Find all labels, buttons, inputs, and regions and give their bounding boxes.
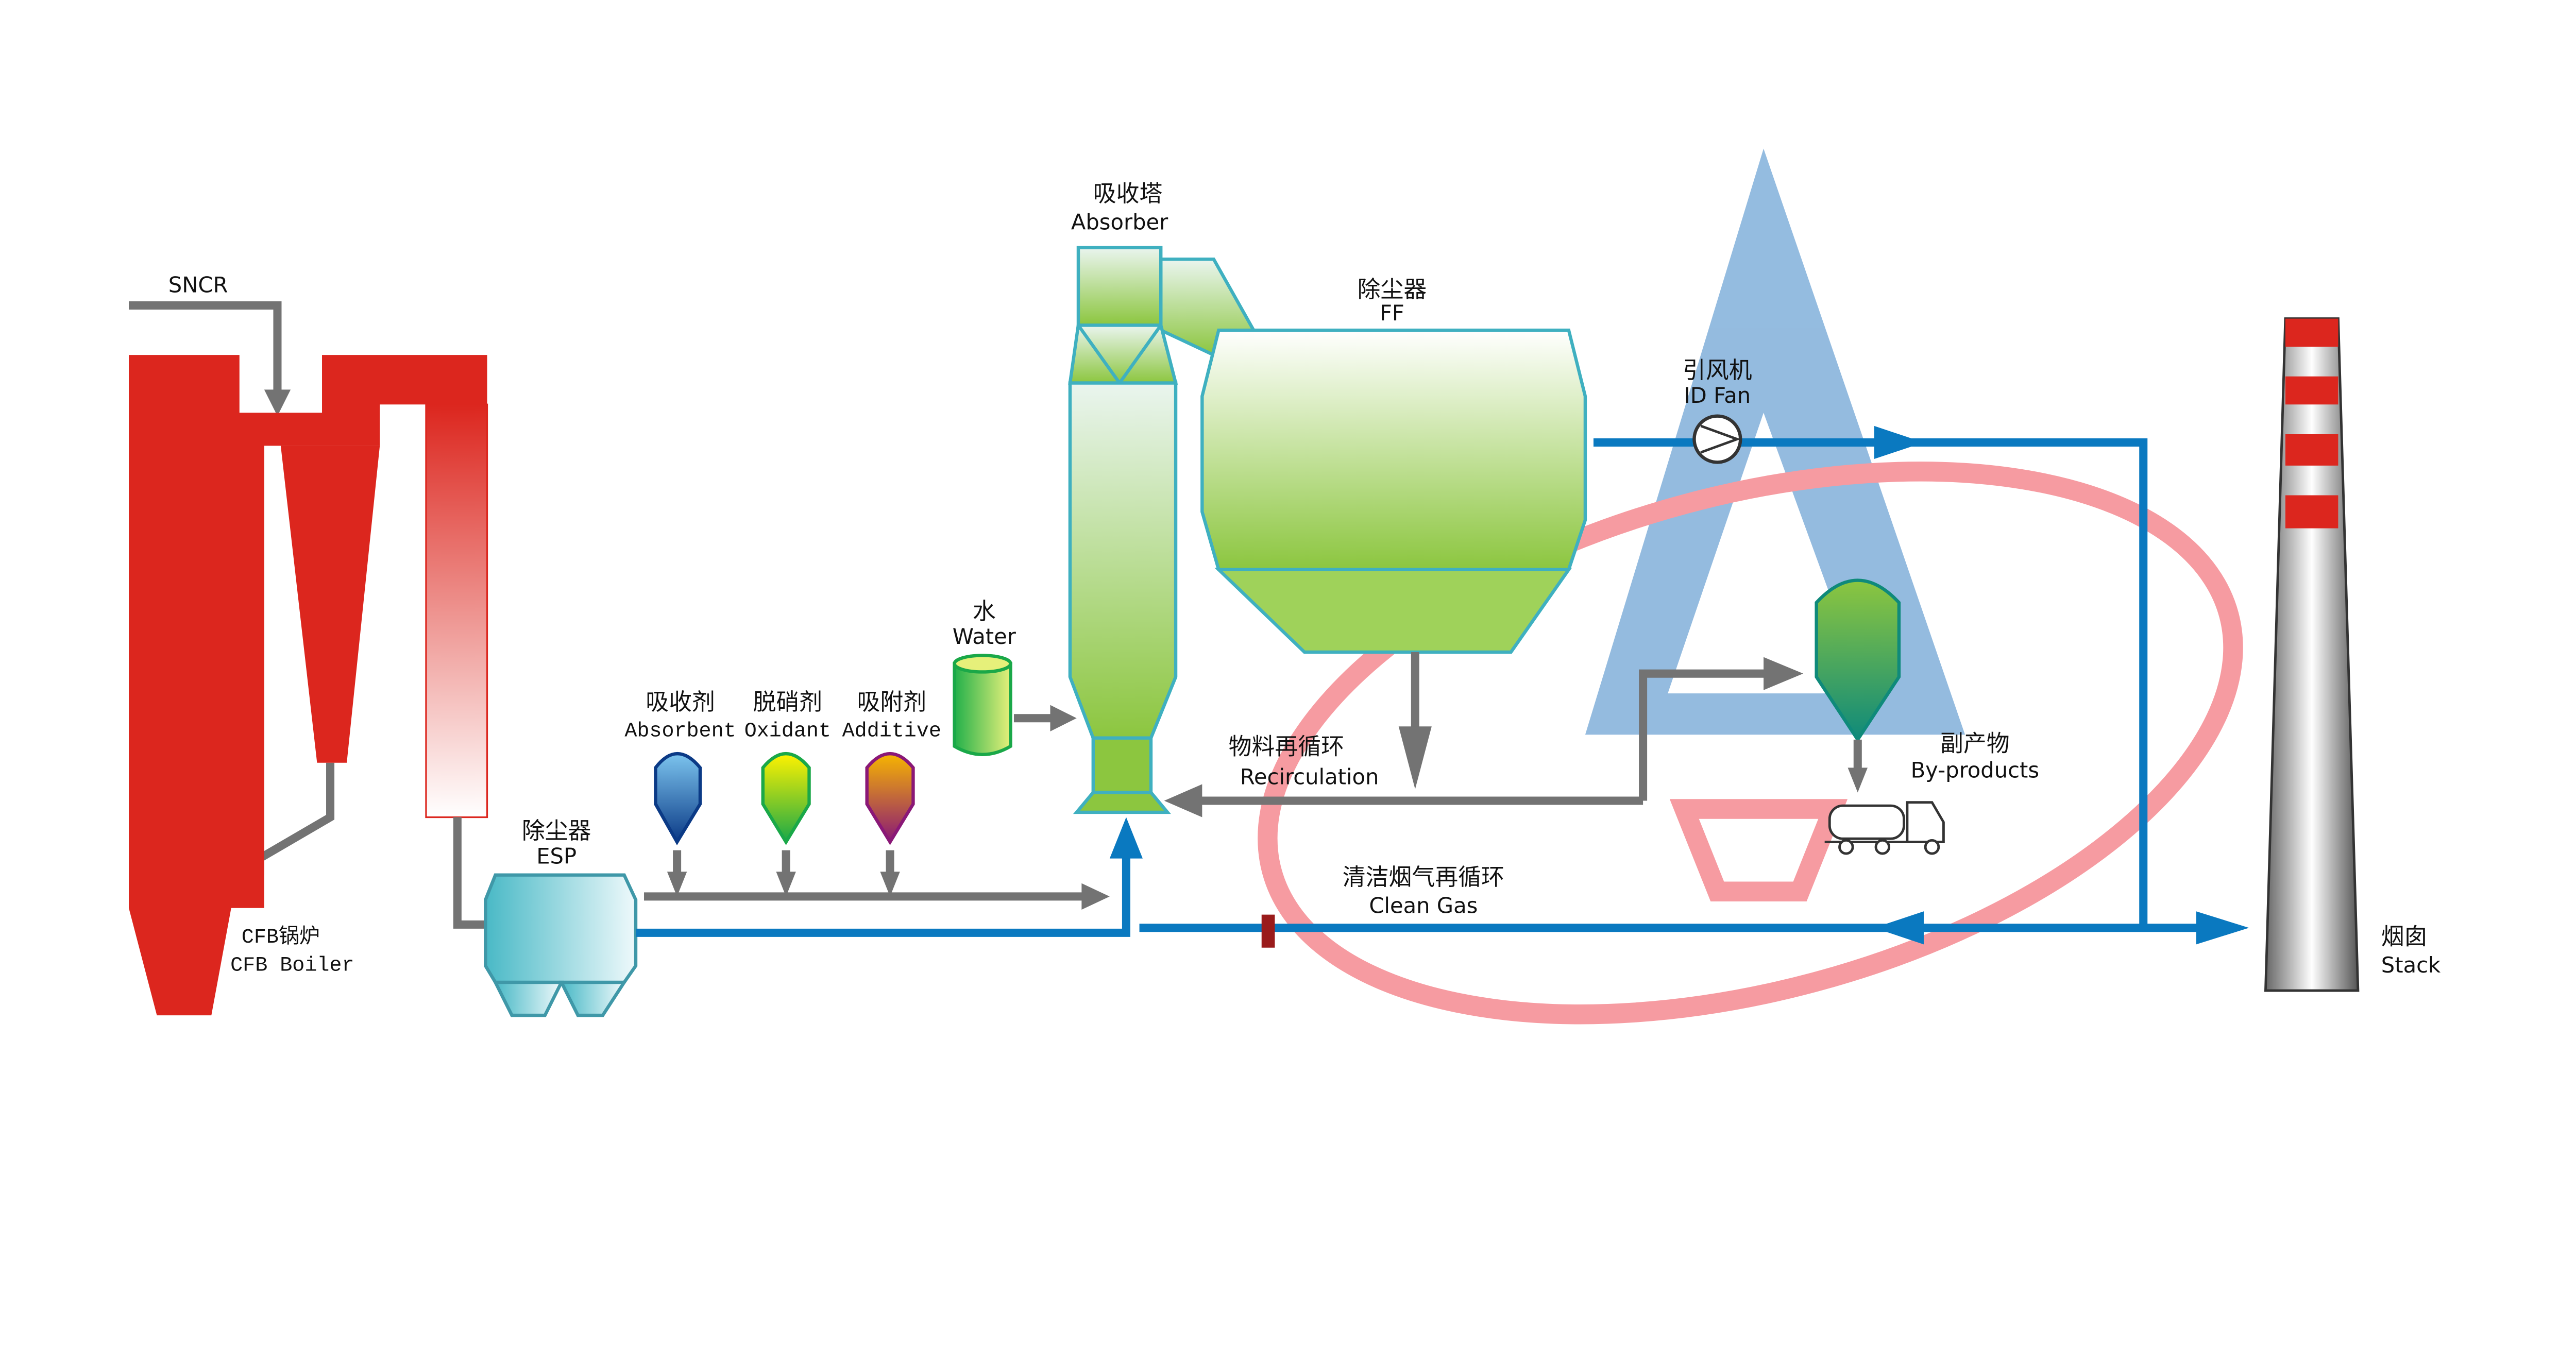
water-label-cn: 水 xyxy=(973,598,996,625)
fabric-filter xyxy=(1200,328,1587,654)
byproduct-silo xyxy=(1815,578,1901,743)
additive-label-cn: 吸附剂 xyxy=(857,688,926,715)
boiler-to-esp-line xyxy=(453,817,490,929)
flue-right-arrow-icon xyxy=(1874,425,1924,459)
stack-label-cn: 烟囱 xyxy=(2381,923,2428,950)
ff-label-en: FF xyxy=(1380,300,1404,326)
sncr-arrow-icon xyxy=(264,389,291,416)
recirculation-label-cn: 物料再循环 xyxy=(1229,733,1344,760)
absorber-label-cn: 吸收塔 xyxy=(1093,180,1163,207)
truck-icon xyxy=(1824,801,1945,855)
esp-to-absorber-flue xyxy=(635,842,1130,937)
ff-discharge-arrow-icon xyxy=(1398,726,1432,790)
absorbent-tank xyxy=(654,752,702,897)
byproducts-label-en: By-products xyxy=(1911,758,2039,783)
process-flow-diagram: SNCR CFB锅炉 CFB Boiler 除尘器 ESP 吸收剂 Absorb… xyxy=(129,148,2441,1025)
idfan-label-cn: 引风机 xyxy=(1683,356,1752,384)
recirculation-arrow-icon xyxy=(1164,784,1202,817)
damper-marker xyxy=(1261,914,1275,948)
boiler-label-en: CFB Boiler xyxy=(230,954,354,978)
additive-tank xyxy=(865,752,915,897)
stack-label-en: Stack xyxy=(2381,952,2441,978)
clean-gas-label-en: Clean Gas xyxy=(1369,893,1478,918)
oxidant-tank xyxy=(761,752,811,897)
byproduct-out-arrow-icon xyxy=(1848,768,1868,793)
oxidant-label-cn: 脱硝剂 xyxy=(753,688,823,715)
cfb-boiler xyxy=(129,355,488,1016)
water-label-en: Water xyxy=(953,624,1016,649)
idfan-label-en: ID Fan xyxy=(1684,383,1751,408)
reagent-arrow-icon xyxy=(1081,883,1110,910)
flue-up-arrow-icon xyxy=(1109,817,1143,859)
absorbent-label-en: Absorbent xyxy=(624,720,736,743)
ff-to-stack-flue xyxy=(1593,438,2148,928)
byproduct-feed-line xyxy=(1639,669,1775,801)
esp-label-cn: 除尘器 xyxy=(522,817,591,844)
byproduct-feed-arrow-icon xyxy=(1764,657,1803,690)
oxidant-label-en: Oxidant xyxy=(744,720,831,743)
stack-inlet-arrow-icon xyxy=(2196,911,2249,945)
boiler-label-cn: CFB锅炉 xyxy=(242,925,320,949)
sncr-line xyxy=(129,301,282,397)
absorber-label-en: Absorber xyxy=(1071,210,1168,235)
ff-label-cn: 除尘器 xyxy=(1358,276,1427,303)
sncr-label: SNCR xyxy=(168,272,228,297)
absorber-tower xyxy=(1068,246,1261,814)
absorbent-label-cn: 吸收剂 xyxy=(646,688,715,715)
water-tank xyxy=(953,654,1077,756)
byproducts-label-cn: 副产物 xyxy=(1940,729,2010,757)
recirculation-label-en: Recirculation xyxy=(1240,764,1379,789)
esp-label-en: ESP xyxy=(536,843,577,868)
id-fan-icon xyxy=(1692,414,1742,464)
esp-unit xyxy=(484,873,638,1017)
stack xyxy=(2264,317,2360,992)
clean-gas-left-arrow-icon xyxy=(1874,911,1924,945)
clean-gas-label-cn: 清洁烟气再循环 xyxy=(1343,863,1504,891)
additive-label-en: Additive xyxy=(842,720,941,743)
